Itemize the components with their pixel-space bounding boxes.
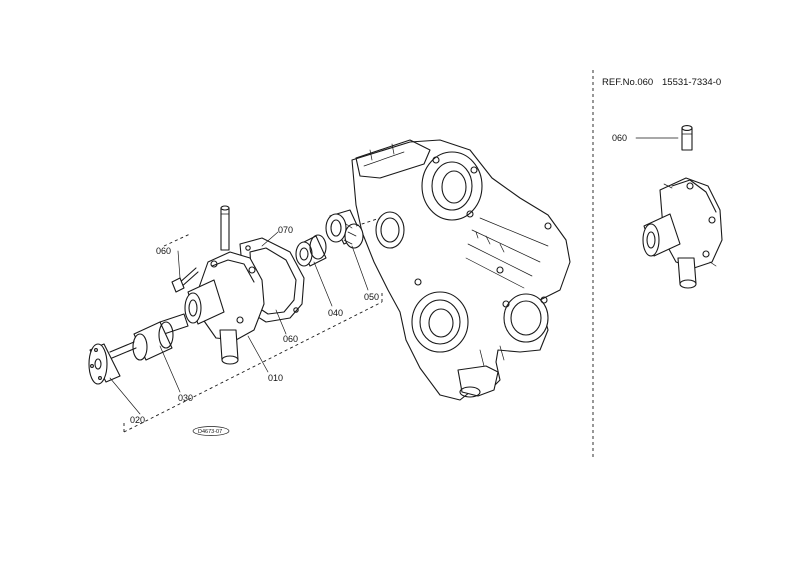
gear-case-housing (351, 139, 571, 401)
ref-number: REF.No.060 (602, 77, 653, 88)
callout-050: 050 (364, 292, 379, 302)
part-010-pump-body (184, 205, 265, 365)
drawing-id-text: D4673-07 (198, 429, 222, 435)
part-060-bolt (171, 267, 199, 293)
callout-060-ref: 060 (612, 133, 627, 143)
part-030-shaft-bearing (109, 313, 189, 361)
callout-070: 070 (278, 225, 293, 235)
callout-060-lower: 060 (283, 334, 298, 344)
callout-040: 040 (328, 308, 343, 318)
part-050-seal (325, 209, 364, 249)
callout-030: 030 (178, 393, 193, 403)
part-040-bearing (295, 234, 327, 267)
callout-060-upper: 060 (156, 246, 171, 256)
leader-lines (109, 137, 679, 415)
alignment-dashed-lines (123, 70, 594, 460)
ref-part-number: 15531-7334-0 (662, 77, 721, 88)
drawing-id-badge: D4673-07 (192, 426, 230, 436)
part-020-flange (88, 343, 121, 385)
callout-020: 020 (130, 415, 145, 425)
ref-pump-detail (642, 125, 723, 289)
callout-010: 010 (268, 373, 283, 383)
